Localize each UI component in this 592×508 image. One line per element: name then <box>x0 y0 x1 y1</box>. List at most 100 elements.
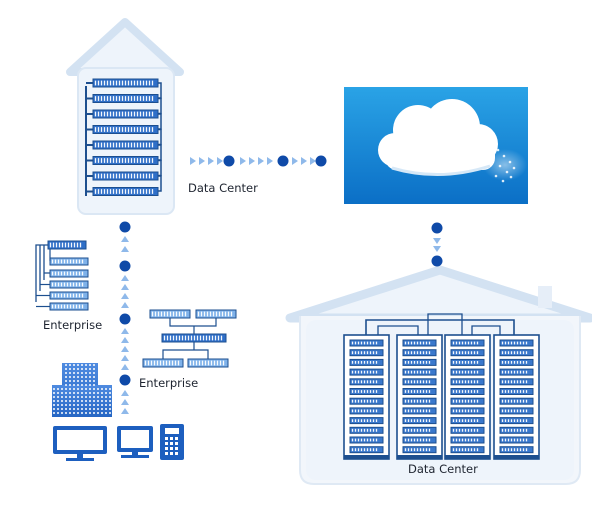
window <box>61 404 63 406</box>
window <box>89 392 91 394</box>
monitor-foot <box>121 455 149 458</box>
window <box>93 408 95 410</box>
window <box>89 380 91 382</box>
window <box>93 364 95 366</box>
window <box>85 368 87 370</box>
arrow-marker <box>249 157 255 165</box>
window <box>81 404 83 406</box>
window <box>57 404 59 406</box>
server-unit-ticks <box>452 419 479 422</box>
cable-tray <box>471 325 501 335</box>
arrow-marker <box>121 355 129 361</box>
arrow-marker <box>121 284 129 290</box>
window <box>73 384 75 386</box>
window <box>69 380 71 382</box>
server-unit <box>499 349 534 357</box>
server-unit-ticks <box>404 399 431 403</box>
window <box>69 368 71 370</box>
sparkle-dots <box>494 148 516 183</box>
server-unit-ticks <box>351 370 378 374</box>
window <box>77 368 79 370</box>
sparkle-dot <box>508 160 512 164</box>
cloud-panel <box>344 87 528 204</box>
window <box>93 400 95 402</box>
window <box>73 412 75 414</box>
server-unit-ticks <box>197 311 233 317</box>
server-unit-ticks <box>351 399 378 403</box>
arrow-marker <box>121 328 129 334</box>
arrow-marker <box>121 302 129 308</box>
server-unit <box>499 417 534 425</box>
connection-node <box>119 221 131 233</box>
window <box>69 404 71 406</box>
server-unit <box>402 446 437 454</box>
data-center-main-label: Data Center <box>408 462 478 476</box>
server-unit <box>402 388 437 395</box>
window <box>97 392 99 394</box>
window <box>65 404 67 406</box>
arrow-marker <box>121 246 129 252</box>
window <box>93 372 95 374</box>
server-rack-icon <box>493 334 540 460</box>
server-unit-ticks <box>51 271 84 276</box>
window <box>61 388 63 390</box>
desktop-icon <box>53 426 107 461</box>
server-unit-ticks <box>351 409 378 413</box>
window <box>77 404 79 406</box>
arrow-marker <box>121 364 129 370</box>
server-unit-ticks <box>452 370 479 374</box>
desktop-icon <box>117 426 153 458</box>
window <box>57 392 59 394</box>
rack-base <box>344 455 389 459</box>
server-unit-ticks <box>452 361 479 364</box>
server-unit-ticks <box>404 448 431 452</box>
end-devices <box>53 424 184 461</box>
window <box>93 412 95 414</box>
server-unit <box>402 426 437 434</box>
window <box>53 412 55 414</box>
arrow-marker <box>217 157 223 165</box>
window <box>101 404 103 406</box>
window <box>109 392 111 394</box>
window <box>65 380 67 382</box>
arrow-marker <box>292 157 298 165</box>
server-unit-ticks <box>452 390 479 393</box>
window <box>93 404 95 406</box>
window <box>89 396 91 398</box>
server-unit-ticks <box>404 419 431 422</box>
arrow-marker <box>121 346 129 352</box>
window <box>97 408 99 410</box>
window <box>97 412 99 414</box>
cable-tray <box>377 325 419 335</box>
server-unit <box>499 407 534 415</box>
server-unit-ticks <box>404 409 431 413</box>
window <box>109 396 111 398</box>
server-unit-ticks <box>51 293 84 298</box>
window <box>105 396 107 398</box>
server-unit-ticks <box>501 351 528 355</box>
server-unit-ticks <box>51 282 84 287</box>
window <box>61 400 63 402</box>
arrow-marker <box>208 157 214 165</box>
window <box>69 376 71 378</box>
window <box>65 392 67 394</box>
server-unit <box>450 397 485 405</box>
server-unit <box>349 407 384 415</box>
window <box>89 372 91 374</box>
arrow-marker <box>199 157 205 165</box>
window <box>77 412 79 414</box>
window <box>85 376 87 378</box>
window <box>53 396 55 398</box>
sparkle-dot <box>502 154 506 158</box>
server-unit <box>499 378 534 386</box>
window <box>101 412 103 414</box>
server-unit <box>402 436 437 444</box>
server-unit-ticks <box>452 399 479 403</box>
server-unit-ticks <box>404 390 431 393</box>
server-unit <box>450 339 485 347</box>
window <box>81 388 83 390</box>
server-unit-ticks <box>94 111 154 117</box>
server-unit <box>499 446 534 454</box>
window <box>85 388 87 390</box>
server-unit-ticks <box>94 80 154 86</box>
